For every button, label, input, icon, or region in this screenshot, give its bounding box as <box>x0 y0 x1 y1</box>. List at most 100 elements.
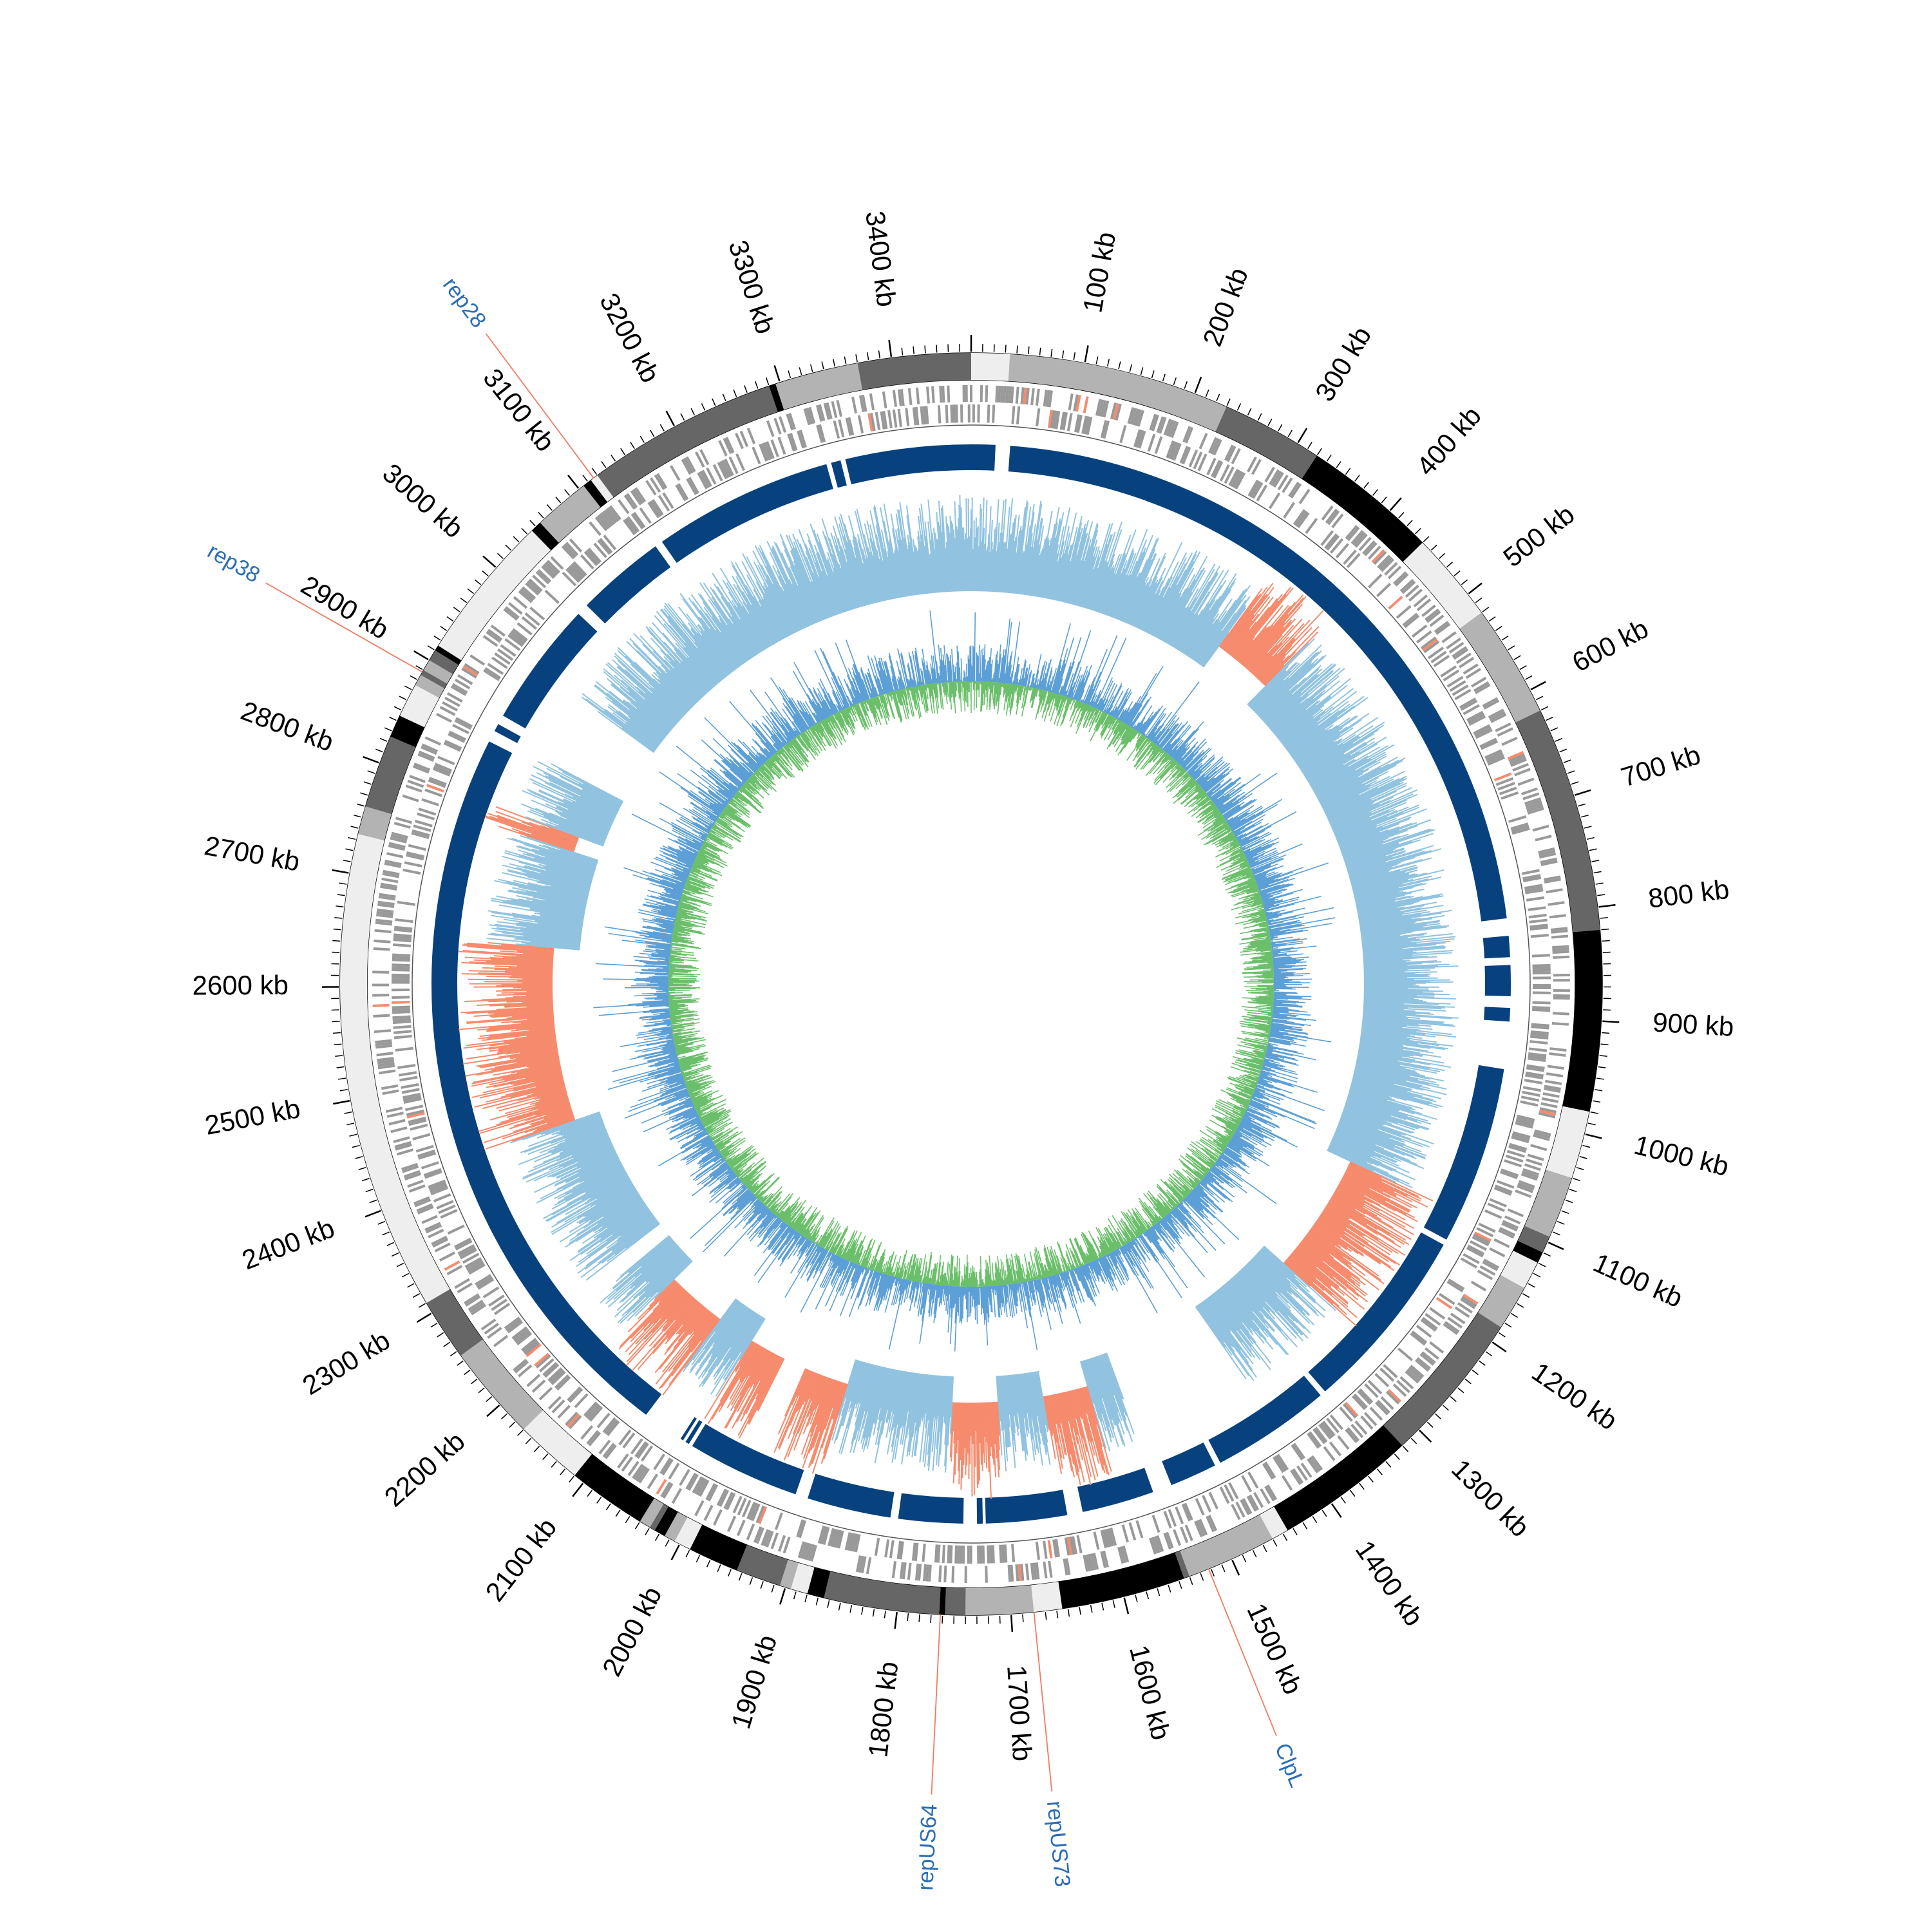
divergence-bar <box>493 955 554 960</box>
divergence-bar <box>1342 1176 1410 1212</box>
divergence-bar <box>629 709 665 739</box>
gene-mark <box>1549 1052 1566 1057</box>
gene-mark <box>1163 1533 1171 1549</box>
divergence-bar <box>666 672 697 704</box>
gene-mark <box>1528 1057 1546 1063</box>
divergence-bar <box>507 869 590 891</box>
minor-tick <box>913 346 914 355</box>
divergence-bar <box>504 1068 562 1081</box>
gene-mark <box>855 1534 861 1553</box>
divergence-bar <box>1356 896 1423 911</box>
divergence-bar <box>1355 1064 1410 1077</box>
gc-skew-bar <box>1141 711 1157 734</box>
divergence-bar <box>842 1361 862 1426</box>
divergence-bar <box>1349 1090 1416 1111</box>
tick-label: 2700 kb <box>202 830 302 877</box>
divergence-bar <box>1344 1171 1383 1193</box>
divergence-bar <box>1359 1042 1404 1050</box>
divergence-bar <box>538 790 613 825</box>
gene-mark <box>504 1316 520 1330</box>
divergence-bar <box>753 561 792 636</box>
divergence-bar <box>550 1147 614 1178</box>
divergence-bar <box>953 1402 956 1444</box>
divergence-bar <box>1363 991 1434 994</box>
gene-mark <box>900 389 905 406</box>
divergence-bar <box>919 541 927 594</box>
gene-mark <box>393 936 412 940</box>
divergence-bar <box>1300 743 1344 772</box>
gene-mark <box>1511 1135 1530 1144</box>
gene-mark <box>1085 1554 1092 1571</box>
divergence-bar <box>757 547 800 632</box>
gene-mark <box>955 404 958 423</box>
minor-tick <box>696 1555 701 1563</box>
gene-mark <box>752 446 761 464</box>
gene-mark <box>1297 512 1310 529</box>
divergence-bar <box>1081 1361 1095 1404</box>
divergence-bar <box>590 1190 638 1221</box>
divergence-bar <box>502 900 585 917</box>
gc-skew-bar <box>1051 623 1072 693</box>
divergence-bar <box>505 996 553 999</box>
gene-mark <box>507 634 524 647</box>
minor-tick <box>755 381 759 389</box>
divergence-bar <box>1220 593 1262 649</box>
divergence-bar <box>1354 876 1442 898</box>
divergence-bar <box>1327 1147 1399 1181</box>
gene-mark <box>1524 1163 1541 1171</box>
gene-mark <box>699 449 710 466</box>
contig-segment <box>591 475 614 502</box>
gc-skew-bar <box>1031 673 1036 688</box>
divergence-bar <box>1340 826 1400 849</box>
divergence-bar <box>1293 1250 1365 1310</box>
gc-content-bar <box>1202 814 1223 828</box>
divergence-bar <box>1339 1119 1406 1146</box>
gene-mark <box>1198 433 1208 450</box>
divergence-bar <box>1356 1062 1444 1082</box>
divergence-bar <box>613 1243 677 1300</box>
gene-mark <box>428 779 446 788</box>
gene-mark <box>602 1417 616 1434</box>
divergence-bar <box>556 1149 616 1179</box>
gene-mark <box>1421 1316 1438 1330</box>
gc-content-bar <box>1216 813 1222 819</box>
gc-content-bar <box>1153 746 1160 755</box>
divergence-bar <box>729 1314 759 1359</box>
divergence-bar <box>634 1245 679 1287</box>
divergence-bar <box>667 603 727 677</box>
divergence-bar <box>1103 553 1126 614</box>
gene-mark <box>491 1298 507 1311</box>
gene-mark <box>424 788 443 797</box>
gc-skew-bar <box>1091 694 1098 707</box>
divergence-bar <box>789 1370 813 1426</box>
gc-content-bar <box>1197 788 1203 793</box>
divergence-bar <box>1338 1121 1403 1147</box>
divergence-bar <box>1275 700 1321 737</box>
divergence-bar <box>893 551 904 598</box>
gene-mark <box>1380 558 1394 573</box>
divergence-bar <box>1363 973 1431 976</box>
divergence-bar <box>1331 793 1414 829</box>
gene-mark <box>1181 1503 1191 1522</box>
divergence-bar <box>819 1380 838 1432</box>
divergence-bar <box>1145 596 1164 633</box>
divergence-bar <box>1311 746 1381 788</box>
divergence-bar <box>462 1048 558 1065</box>
divergence-bar <box>1084 524 1111 609</box>
divergence-bar <box>1238 625 1271 663</box>
gene-mark <box>1170 421 1179 439</box>
divergence-bar <box>1174 591 1210 649</box>
divergence-bar <box>1317 776 1359 800</box>
gene-mark <box>421 743 439 753</box>
divergence-bar <box>1358 1048 1444 1064</box>
divergence-bar <box>833 1360 860 1444</box>
divergence-bar <box>1343 829 1435 861</box>
gene-mark <box>1496 1180 1515 1189</box>
divergence-bar <box>952 1402 958 1484</box>
minor-tick <box>361 1178 370 1182</box>
minor-tick <box>356 803 365 807</box>
gene-mark <box>1273 1456 1285 1473</box>
divergence-bar <box>482 1086 566 1110</box>
gene-mark <box>541 565 555 579</box>
divergence-bar <box>1329 1143 1379 1167</box>
